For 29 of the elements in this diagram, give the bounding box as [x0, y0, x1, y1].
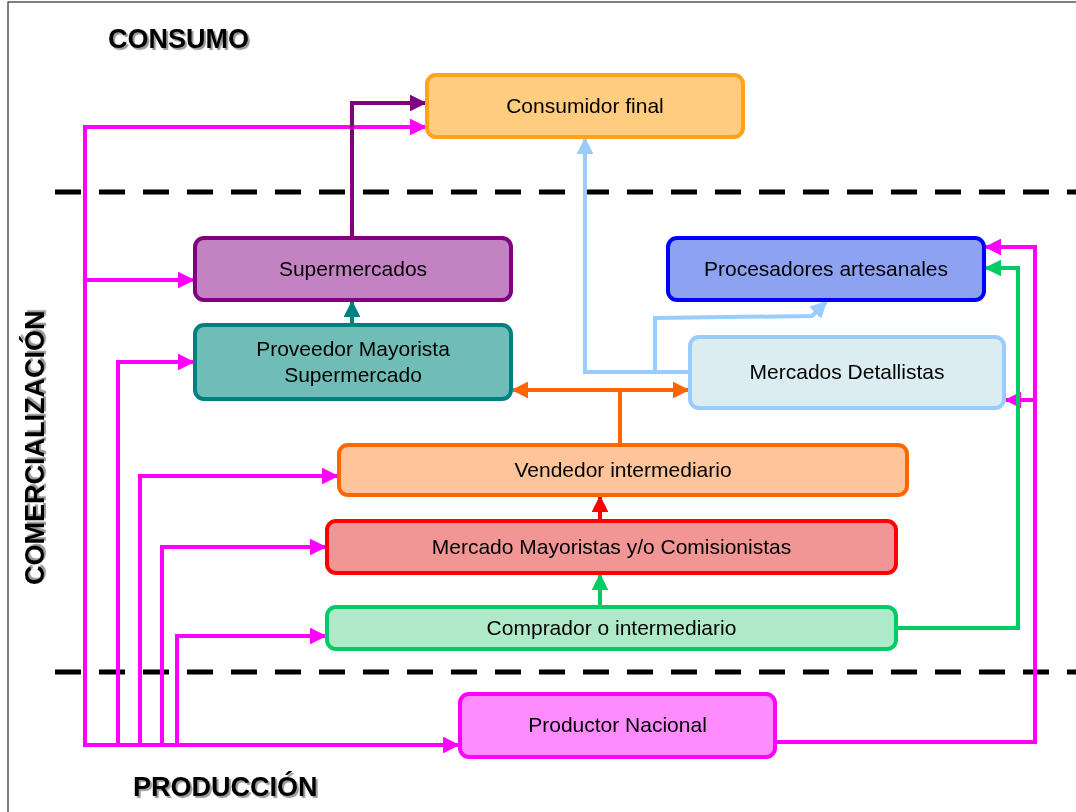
process-box	[325, 605, 898, 651]
process-box	[193, 323, 513, 401]
arrow	[591, 573, 609, 605]
box-label: Mercados Detallistas	[749, 359, 945, 386]
arrow	[591, 495, 609, 519]
box-label: Consumidor final	[506, 92, 664, 119]
process-box	[193, 236, 513, 302]
box-label: Procesadores artesanales	[704, 255, 948, 282]
box-label: Supermercados	[278, 255, 428, 282]
arrow	[343, 300, 361, 323]
arrow	[350, 94, 427, 236]
arrow	[653, 300, 828, 374]
section-heading: CONSUMO	[108, 24, 249, 55]
section-heading: PRODUCCIÓN	[133, 772, 318, 803]
process-box	[688, 335, 1006, 410]
process-box	[425, 73, 745, 139]
box-label: Proveedor Mayorista Supermercado	[255, 335, 451, 388]
box-label: Productor Nacional	[528, 712, 707, 739]
arrow	[175, 627, 458, 747]
process-box	[458, 692, 777, 759]
process-box	[325, 519, 898, 575]
arrow	[618, 381, 690, 443]
box-label: Comprador o intermediario	[486, 614, 737, 641]
arrow	[898, 259, 1020, 630]
process-box	[666, 236, 986, 302]
box-label: Mercado Mayoristas y/o Comisionistas	[431, 533, 792, 560]
section-heading: COMERCIALIZACIÓN	[20, 310, 51, 585]
process-box	[337, 443, 909, 497]
box-label: Vendedor intermediario	[514, 456, 732, 483]
